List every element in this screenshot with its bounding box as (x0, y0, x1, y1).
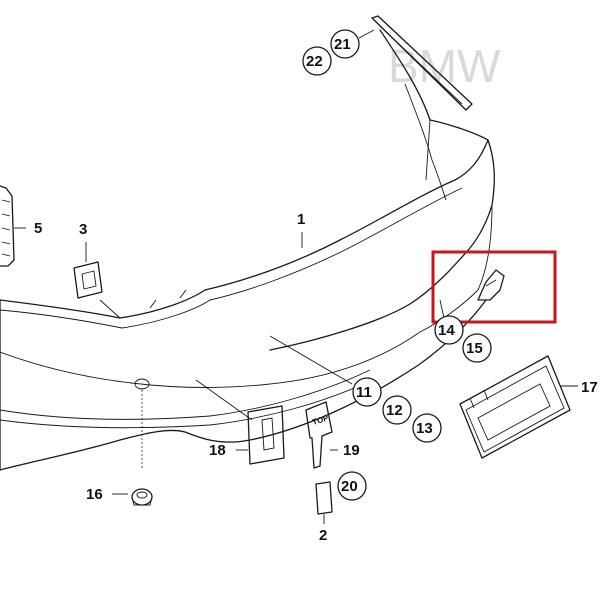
label-18: 18 (209, 442, 226, 459)
plug-top-text: TOP (311, 413, 330, 427)
label-20-circle (337, 471, 367, 501)
tow-hook-cover (477, 269, 505, 301)
side-bracket (0, 185, 15, 267)
label-16: 16 (86, 486, 103, 503)
bmw-watermark: BMW (388, 40, 501, 92)
label-14: 14 (438, 322, 455, 339)
small-pad-2 (315, 481, 333, 515)
label-19: 19 (343, 442, 360, 459)
label-5: 5 (34, 220, 42, 237)
label-3: 3 (79, 221, 87, 238)
label-1: 1 (297, 211, 305, 228)
label-12-circle (382, 395, 412, 425)
label-11: 11 (356, 384, 372, 401)
label-21: 21 (334, 36, 351, 53)
label-13-circle (412, 413, 442, 443)
label-12: 12 (386, 402, 403, 419)
rear-bumper-cover (0, 15, 495, 471)
highlight-box (431, 250, 557, 324)
plug-19: TOP (305, 401, 333, 469)
label-20: 20 (341, 478, 358, 495)
square-pad (247, 405, 285, 465)
label-15-circle (462, 333, 492, 363)
label-22-circle (302, 46, 332, 76)
label-21-circle (330, 29, 360, 59)
grommet-16 (131, 488, 153, 506)
label-2: 2 (319, 527, 327, 544)
license-plate-bracket (459, 355, 571, 459)
reflector-clip (73, 261, 103, 299)
label-11-circle (352, 377, 382, 407)
label-13: 13 (416, 420, 433, 437)
label-14-circle (434, 315, 464, 345)
label-17: 17 (581, 379, 598, 396)
label-15: 15 (466, 340, 483, 357)
label-22: 22 (306, 53, 323, 70)
